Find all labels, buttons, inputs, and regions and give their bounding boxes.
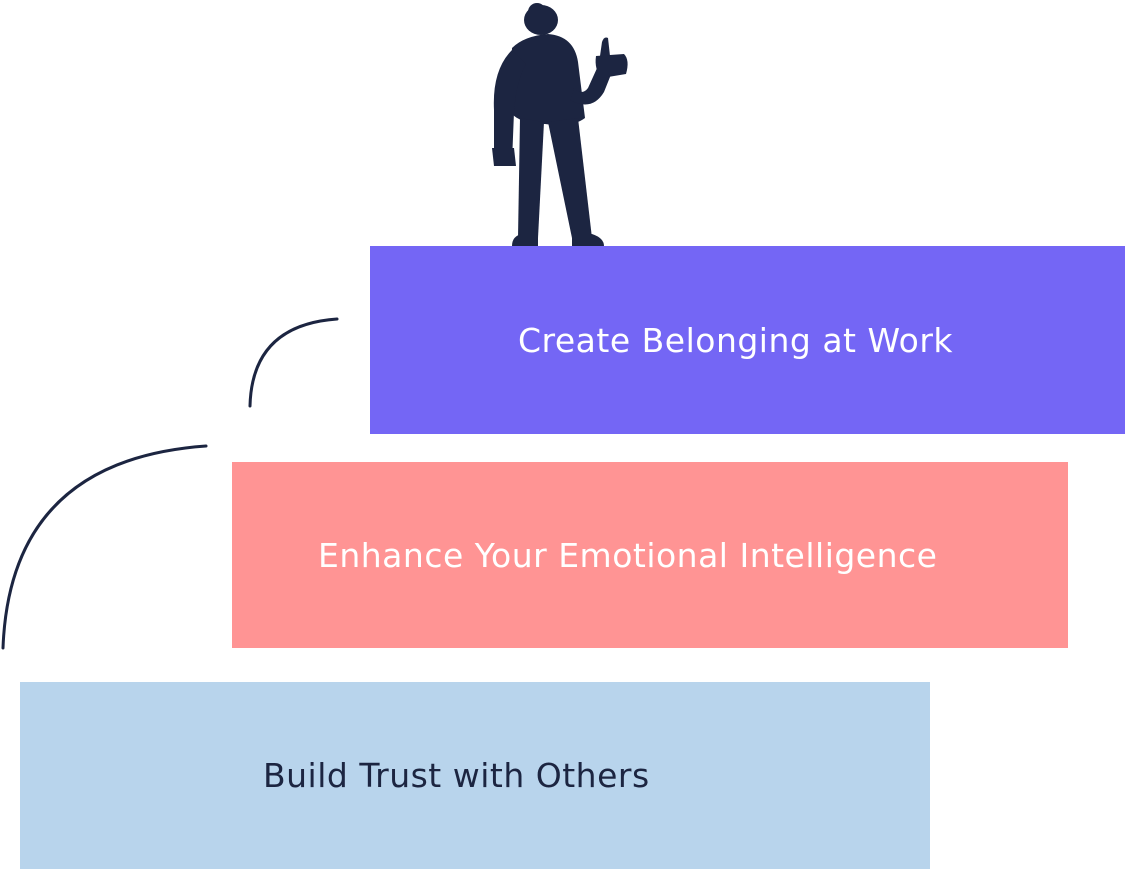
step-create-belonging: Create Belonging at Work [370,246,1125,434]
step-build-trust: Build Trust with Others [20,682,930,869]
step-label-create-belonging: Create Belonging at Work [518,320,954,360]
arc-lower [1,444,208,650]
step-emotional-intelligence: Enhance Your Emotional Intelligence [232,462,1068,648]
person-thumbs-up-icon [492,3,628,246]
arc-upper [248,317,339,408]
step-label-build-trust: Build Trust with Others [263,756,650,795]
step-label-emotional-intelligence: Enhance Your Emotional Intelligence [318,535,938,575]
